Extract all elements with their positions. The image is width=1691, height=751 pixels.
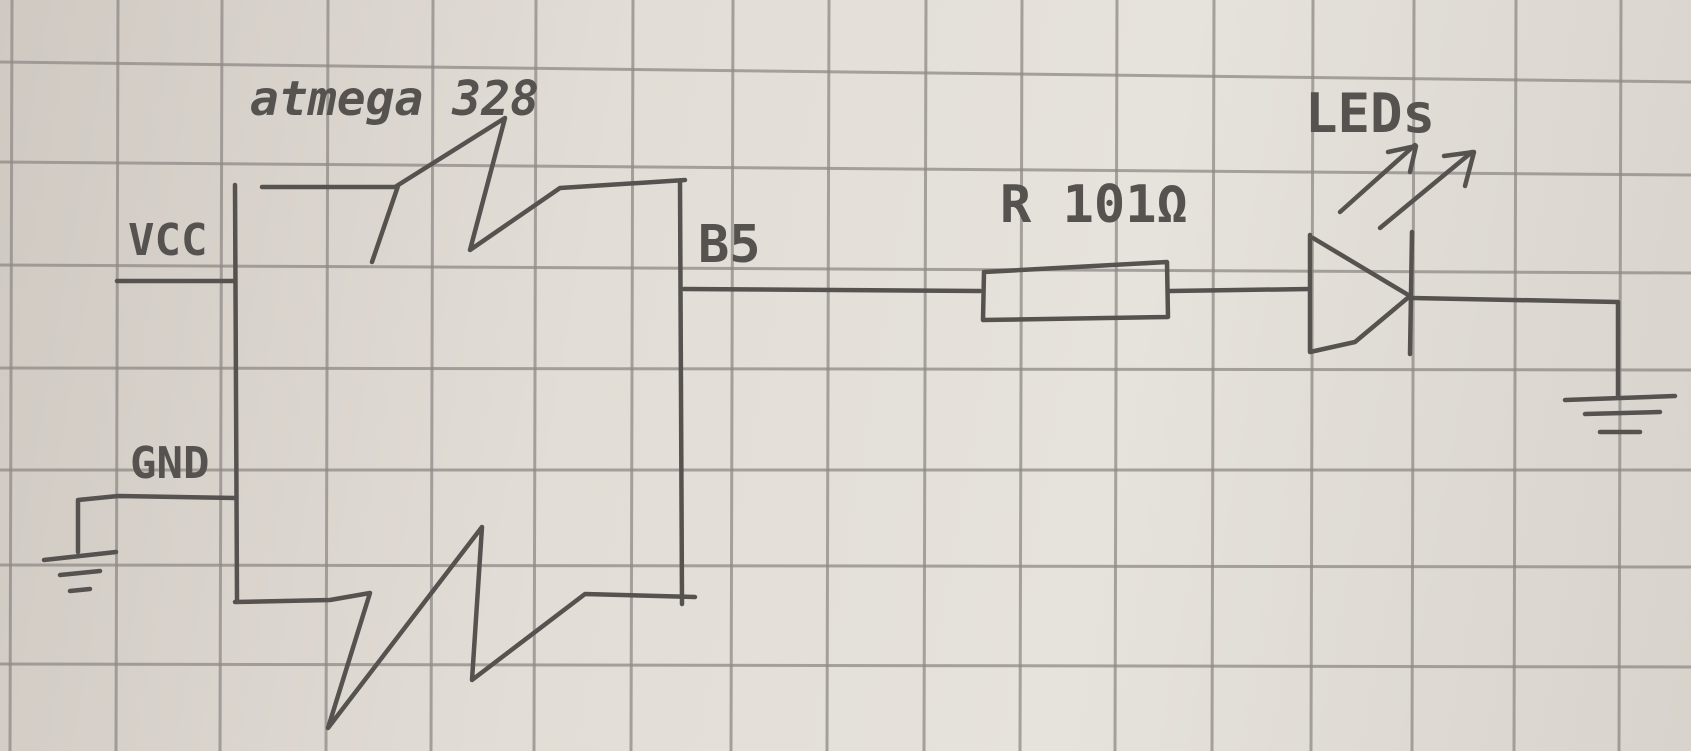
b5-label: B5 [698, 215, 761, 275]
gnd-label: GND [130, 438, 209, 489]
atmega-chip [232, 115, 698, 731]
resistor-label: R 101Ω [1000, 175, 1188, 235]
ground-left-icon [41, 549, 119, 594]
led-ground-wire [1409, 295, 1621, 399]
ground-right-icon [1562, 393, 1678, 435]
led-label: LEDs [1305, 82, 1435, 145]
resistor-led-wire [1167, 286, 1313, 294]
resistor-icon [980, 259, 1171, 323]
vcc-label: VCC [128, 215, 207, 266]
b5-wire [681, 286, 983, 294]
chip-label: atmega 328 [250, 71, 539, 127]
led-diode-icon [1307, 142, 1477, 357]
gnd-wire [75, 493, 238, 555]
